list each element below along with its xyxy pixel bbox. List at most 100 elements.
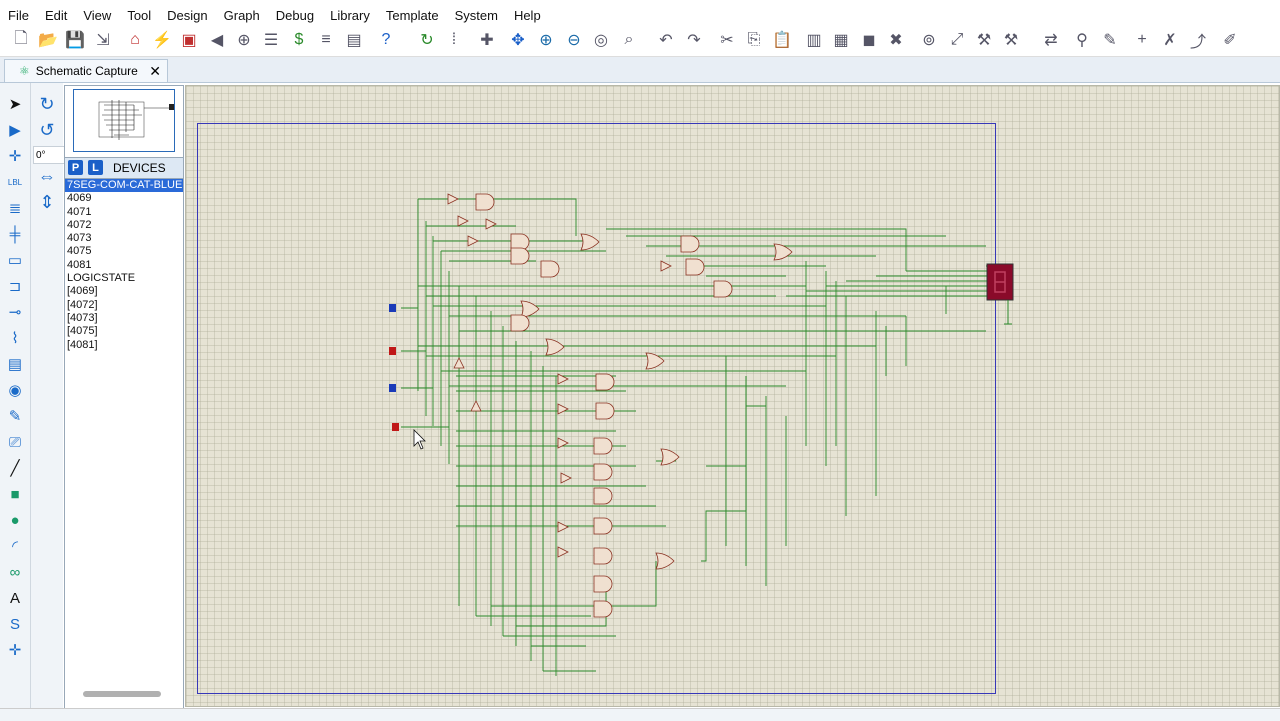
decompose-icon[interactable]: ⚒ bbox=[1003, 32, 1019, 49]
zoom-out-icon[interactable]: ⊖ bbox=[567, 32, 581, 49]
rotate-cw-icon[interactable]: ↻ bbox=[39, 93, 55, 114]
device-item[interactable]: 4073 bbox=[67, 232, 92, 245]
pick-device-icon[interactable]: ⊚ bbox=[922, 32, 936, 49]
device-item[interactable]: 4075 bbox=[67, 245, 92, 258]
menu-edit[interactable]: Edit bbox=[44, 7, 68, 23]
menu-help[interactable]: Help bbox=[513, 7, 541, 23]
menu-system[interactable]: System bbox=[454, 7, 498, 23]
block-rotate-icon[interactable]: ◼ bbox=[862, 32, 876, 49]
device-item[interactable]: [4075] bbox=[67, 325, 98, 338]
device-item[interactable]: [4069] bbox=[67, 285, 98, 298]
bus-icon[interactable]: ╪ bbox=[9, 225, 21, 243]
new-file-icon[interactable]: 🗋 bbox=[14, 29, 28, 47]
line-icon[interactable]: ╱ bbox=[10, 460, 20, 477]
netlist-icon[interactable]: ≡ bbox=[321, 31, 331, 48]
document-icon[interactable]: ▤ bbox=[346, 32, 362, 49]
mirror-v-icon[interactable]: ⇕ bbox=[39, 191, 55, 212]
rotation-input[interactable] bbox=[33, 146, 67, 164]
package-icon[interactable]: ⚒ bbox=[976, 32, 992, 49]
copy-icon[interactable]: ⎘ bbox=[747, 31, 761, 48]
origin-icon[interactable]: ✚ bbox=[480, 32, 494, 49]
block-move-icon[interactable]: ▦ bbox=[833, 32, 849, 49]
paste-icon[interactable]: 📋 bbox=[772, 32, 792, 49]
select-icon[interactable]: ➤ bbox=[8, 96, 22, 113]
component-mode-icon[interactable]: ▶ bbox=[9, 122, 21, 139]
probe-icon[interactable]: ✎ bbox=[8, 408, 22, 425]
back-icon[interactable]: ◀ bbox=[210, 32, 224, 49]
block-delete-icon[interactable]: ✖ bbox=[889, 32, 903, 49]
edit-script-icon[interactable]: ✐ bbox=[1223, 32, 1237, 49]
text-script-icon[interactable]: ≣ bbox=[8, 200, 22, 217]
component-icon[interactable]: ⚡ bbox=[152, 32, 172, 49]
device-item[interactable]: 7SEG-COM-CAT-BLUE bbox=[65, 179, 183, 193]
zoom-fit-icon[interactable]: ⌕ bbox=[624, 31, 634, 48]
wire-autoroute-icon[interactable]: ⇄ bbox=[1044, 32, 1058, 49]
menu-template[interactable]: Template bbox=[385, 7, 439, 23]
device-item[interactable]: [4073] bbox=[67, 311, 98, 324]
close-icon[interactable]: ✕ bbox=[149, 62, 161, 79]
import-icon[interactable]: ⇲ bbox=[96, 32, 110, 49]
pan-icon[interactable]: ✥ bbox=[511, 32, 525, 49]
junction-icon[interactable]: ✛ bbox=[8, 148, 22, 165]
circle-icon[interactable]: ● bbox=[10, 511, 20, 529]
menu-graph[interactable]: Graph bbox=[223, 7, 260, 23]
path-icon[interactable]: ∞ bbox=[9, 563, 21, 581]
subcircuit-icon[interactable]: ▭ bbox=[7, 252, 23, 269]
device-item[interactable]: 4081 bbox=[67, 258, 92, 271]
box-icon[interactable]: ■ bbox=[10, 485, 20, 503]
overview-preview[interactable] bbox=[73, 89, 175, 152]
remove-sheet-icon[interactable]: ✗ bbox=[1163, 32, 1177, 49]
bom-icon[interactable]: ☰ bbox=[263, 32, 279, 49]
tab-schematic-capture[interactable]: ⚛ Schematic Capture ✕ bbox=[4, 59, 168, 82]
device-item[interactable]: 4069 bbox=[67, 192, 92, 205]
schematic-canvas[interactable] bbox=[185, 85, 1280, 707]
pick-devices-button[interactable]: P bbox=[68, 160, 83, 175]
generator-icon[interactable]: ◉ bbox=[8, 382, 22, 399]
symbol-icon[interactable]: S bbox=[9, 615, 20, 633]
refresh-icon[interactable]: ↻ bbox=[420, 32, 434, 49]
pin-icon[interactable]: ⊸ bbox=[8, 304, 22, 321]
terminal-icon[interactable]: ⊐ bbox=[8, 278, 22, 295]
exit-parent-icon[interactable]: ⤴ bbox=[1189, 34, 1206, 51]
help-icon[interactable]: ? bbox=[381, 31, 391, 48]
horizontal-scrollbar[interactable] bbox=[83, 691, 161, 697]
cut-icon[interactable]: ✂ bbox=[720, 32, 734, 49]
device-item[interactable]: [4081] bbox=[67, 338, 98, 351]
chip-icon[interactable]: ▣ bbox=[181, 32, 197, 49]
menu-debug[interactable]: Debug bbox=[275, 7, 315, 23]
save-icon[interactable]: 💾 bbox=[65, 32, 85, 49]
undo-icon[interactable]: ↶ bbox=[659, 32, 673, 49]
menu-file[interactable]: File bbox=[8, 7, 29, 23]
open-folder-icon[interactable]: 📂 bbox=[38, 32, 58, 49]
text-icon[interactable]: A bbox=[9, 589, 20, 607]
menu-design[interactable]: Design bbox=[167, 7, 208, 23]
block-copy-icon[interactable]: ▥ bbox=[806, 32, 822, 49]
marker-icon[interactable]: ✛ bbox=[8, 642, 22, 659]
menu-view[interactable]: View bbox=[83, 7, 112, 23]
property-assign-icon[interactable]: ✎ bbox=[1103, 32, 1117, 49]
label-icon[interactable]: LBL bbox=[7, 177, 23, 187]
menu-tool[interactable]: Tool bbox=[127, 7, 152, 23]
dollar-icon[interactable]: $ bbox=[294, 31, 304, 48]
home-icon[interactable]: ⌂ bbox=[130, 31, 140, 48]
zoom-in-icon[interactable]: ⊕ bbox=[539, 32, 553, 49]
library-manager-button[interactable]: L bbox=[88, 160, 103, 175]
device-item[interactable]: 4071 bbox=[67, 205, 92, 218]
device-item[interactable]: [4072] bbox=[67, 298, 98, 311]
rotate-ccw-icon[interactable]: ↺ bbox=[39, 119, 55, 140]
zoom-area-icon[interactable]: ⊕ bbox=[237, 32, 251, 49]
tape-icon[interactable]: ▤ bbox=[7, 356, 23, 373]
device-item[interactable]: 4072 bbox=[67, 218, 92, 231]
mirror-h-icon[interactable]: ⇔ bbox=[38, 165, 56, 186]
search-icon[interactable]: ⚲ bbox=[1076, 32, 1088, 49]
menu-library[interactable]: Library bbox=[330, 7, 370, 23]
new-sheet-icon[interactable]: + bbox=[1137, 31, 1147, 48]
arc-icon[interactable]: ◜ bbox=[12, 538, 18, 555]
redo-icon[interactable]: ↷ bbox=[687, 32, 701, 49]
grid-icon[interactable]: ⁞ bbox=[451, 31, 457, 48]
make-device-icon[interactable]: ⤢ bbox=[950, 31, 964, 48]
instrument-icon[interactable]: ⎚ bbox=[8, 433, 21, 451]
zoom-all-icon[interactable]: ◎ bbox=[594, 32, 608, 49]
device-item[interactable]: LOGICSTATE bbox=[67, 272, 136, 285]
graph-icon[interactable]: ⌇ bbox=[11, 330, 19, 347]
